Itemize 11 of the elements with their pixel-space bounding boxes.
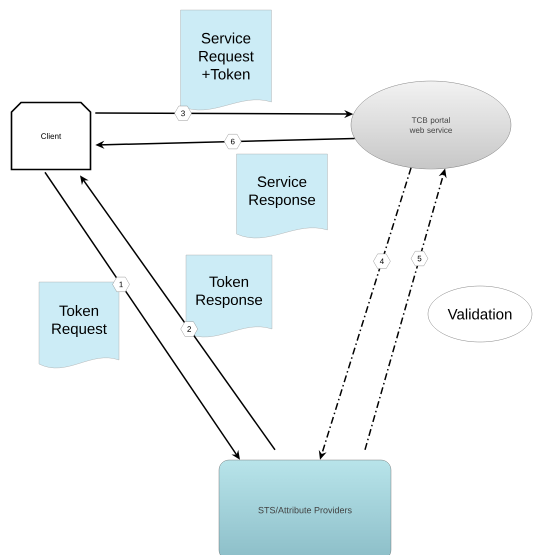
provider-box: STS/Attribute Providers — [218, 460, 392, 555]
message-document: Service Response — [236, 154, 328, 238]
step-number: 6 — [224, 134, 242, 150]
message-document: Service Request +Token — [180, 10, 272, 110]
step-number: 1 — [112, 276, 130, 292]
message-document: Token Request — [38, 282, 120, 368]
step-number: 5 — [410, 250, 428, 266]
step-number: 2 — [180, 321, 198, 337]
step-number: 3 — [174, 106, 192, 121]
client-box: Client — [10, 102, 92, 170]
step-number: 4 — [373, 254, 391, 269]
